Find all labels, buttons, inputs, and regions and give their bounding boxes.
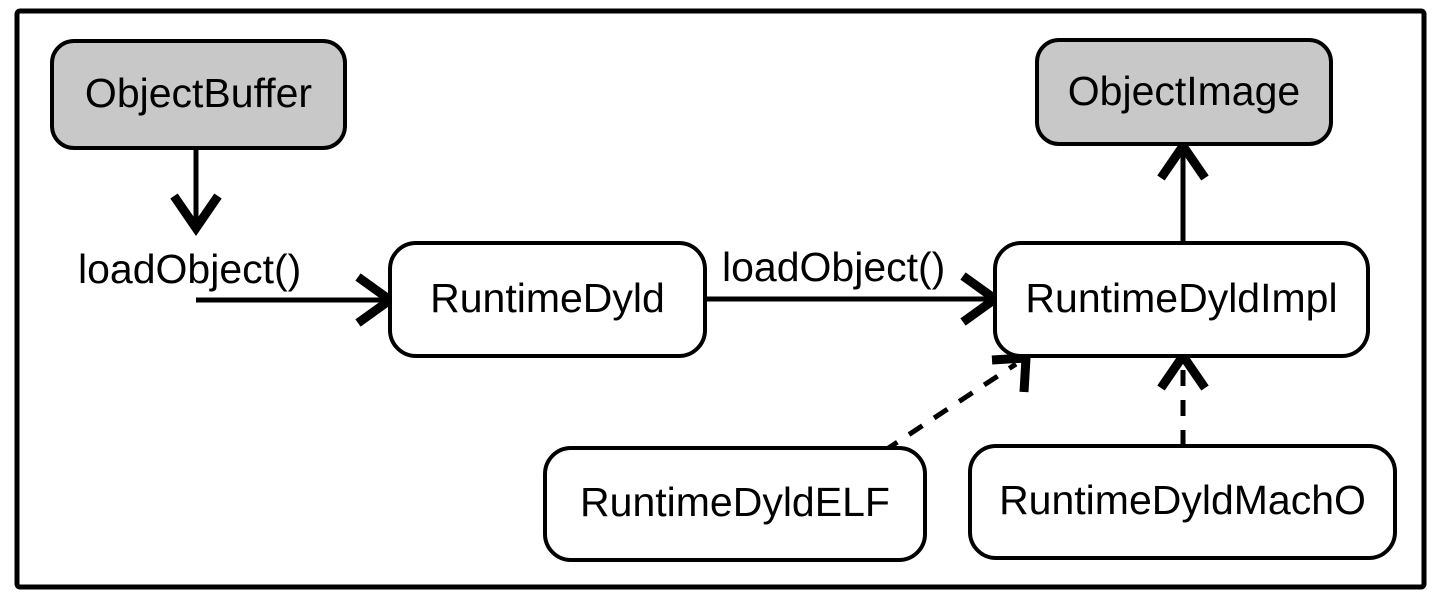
edge-line [882, 361, 1018, 454]
node-runtime-dyld-elf[interactable]: RuntimeDyldELF [543, 446, 927, 562]
arrowhead-down-icon [170, 193, 222, 236]
node-shape[interactable] [543, 446, 927, 562]
node-shape[interactable] [50, 39, 347, 150]
node-shape[interactable] [1035, 38, 1333, 146]
edge-object-buffer-to-loadobject [170, 148, 222, 236]
node-object-image[interactable]: ObjectImage [1035, 38, 1333, 146]
node-shape[interactable] [388, 241, 707, 358]
node-shape[interactable] [993, 241, 1370, 358]
node-runtime-dyld[interactable]: RuntimeDyld [388, 241, 707, 358]
node-runtime-dyld-macho[interactable]: RuntimeDyldMachO [968, 444, 1397, 560]
node-object-buffer[interactable]: ObjectBuffer [50, 39, 347, 150]
node-runtime-dyld-impl[interactable]: RuntimeDyldImpl [993, 241, 1370, 358]
node-shape[interactable] [968, 444, 1397, 560]
